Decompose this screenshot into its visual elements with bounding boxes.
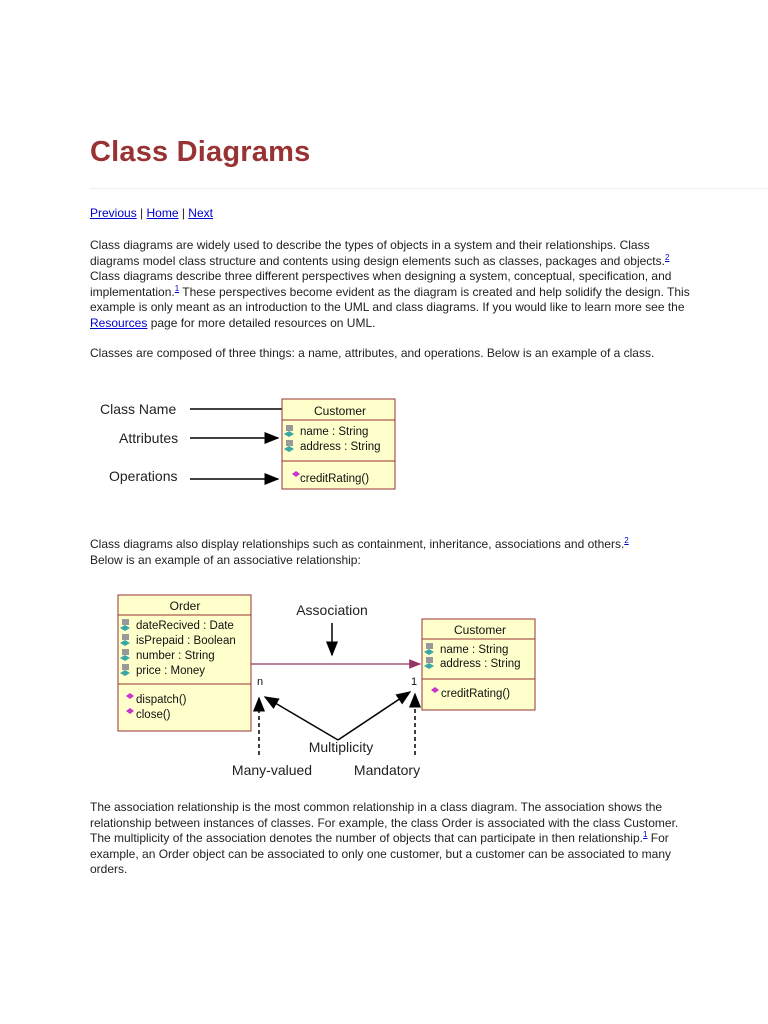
multiplicity-arrow-right — [337, 691, 412, 741]
order-class: Order dateRecived : Date isPrepaid : Boo… — [117, 594, 252, 732]
operation-icon — [431, 687, 439, 693]
class-attribute: address : String — [300, 441, 381, 453]
title-divider — [90, 188, 768, 189]
previous-link[interactable]: Previous — [90, 206, 137, 220]
class-operation: creditRating() — [300, 473, 369, 485]
attributes-label: Attributes — [119, 430, 178, 446]
multiplicity-one: 1 — [411, 676, 417, 688]
footnote-link[interactable]: 1 — [642, 830, 648, 839]
attribute-icon — [284, 425, 294, 437]
class-name-label: Class Name — [100, 401, 176, 417]
relationships-text: Class diagrams also display relationship… — [90, 537, 625, 551]
page-navigation: Previous | Home | Next — [90, 206, 213, 220]
attribute-icon — [120, 619, 130, 631]
page-title: Class Diagrams — [90, 136, 311, 168]
home-link[interactable]: Home — [146, 206, 179, 220]
resources-link[interactable]: Resources — [90, 315, 148, 330]
customer-class-name: Customer — [454, 623, 506, 637]
attribute-icon — [284, 440, 294, 452]
operations-label: Operations — [109, 468, 177, 484]
customer-class: Customer name : String address : String … — [281, 398, 396, 490]
classes-paragraph: Classes are composed of three things: a … — [90, 346, 655, 360]
customer-operation: creditRating() — [441, 688, 510, 700]
footnote-link[interactable]: 1 — [174, 283, 180, 293]
customer-class: Customer name : String address : String … — [421, 618, 536, 711]
order-attribute: isPrepaid : Boolean — [136, 635, 236, 647]
order-attribute: number : String — [136, 650, 215, 662]
many-valued-label: Many-valued — [232, 762, 312, 778]
order-class-name: Order — [170, 599, 201, 613]
class-attribute: name : String — [300, 426, 368, 438]
association-text: For example, an Order object can be asso… — [90, 831, 671, 876]
attribute-icon — [424, 657, 434, 669]
attribute-icon — [120, 649, 130, 661]
association-label: Association — [296, 602, 368, 618]
nav-separator: | — [178, 206, 189, 220]
association-diagram: Order dateRecived : Date isPrepaid : Boo… — [117, 594, 536, 778]
intro-text: Class diagrams describe three different … — [90, 269, 672, 299]
order-attribute: dateRecived : Date — [136, 620, 234, 632]
attribute-icon — [120, 664, 130, 676]
customer-attribute: name : String — [440, 644, 508, 656]
operation-icon — [292, 471, 300, 477]
order-operation: close() — [136, 709, 171, 721]
nav-separator: | — [136, 206, 147, 220]
class-name: Customer — [314, 404, 366, 418]
relationships-paragraph: Class diagrams also display relationship… — [90, 537, 630, 568]
operation-icon — [126, 708, 134, 714]
attribute-icon — [424, 643, 434, 655]
intro-text: These perspectives become evident as the… — [90, 284, 690, 315]
intro-text: page for more detailed resources on UML. — [147, 315, 376, 330]
customer-attribute: address : String — [440, 658, 521, 670]
order-operation: dispatch() — [136, 694, 187, 706]
order-attribute: price : Money — [136, 665, 205, 677]
class-structure-diagram: Class Name Attributes Operations Custome… — [100, 398, 396, 490]
multiplicity-arrow-left — [263, 696, 339, 741]
attribute-icon — [120, 634, 130, 646]
mandatory-label: Mandatory — [354, 762, 420, 778]
association-paragraph: The association relationship is the most… — [90, 800, 690, 878]
intro-text: Class diagrams are widely used to descri… — [90, 238, 665, 268]
intro-paragraph: Class diagrams are widely used to descri… — [90, 238, 690, 331]
multiplicity-n: n — [257, 676, 263, 688]
relationships-text: Below is an example of an associative re… — [90, 552, 361, 567]
operation-icon — [126, 693, 134, 699]
footnote-link[interactable]: 2 — [664, 252, 670, 262]
multiplicity-label: Multiplicity — [309, 739, 374, 755]
association-text: The association relationship is the most… — [90, 800, 679, 845]
footnote-link[interactable]: 2 — [624, 536, 629, 545]
next-link[interactable]: Next — [188, 206, 213, 220]
